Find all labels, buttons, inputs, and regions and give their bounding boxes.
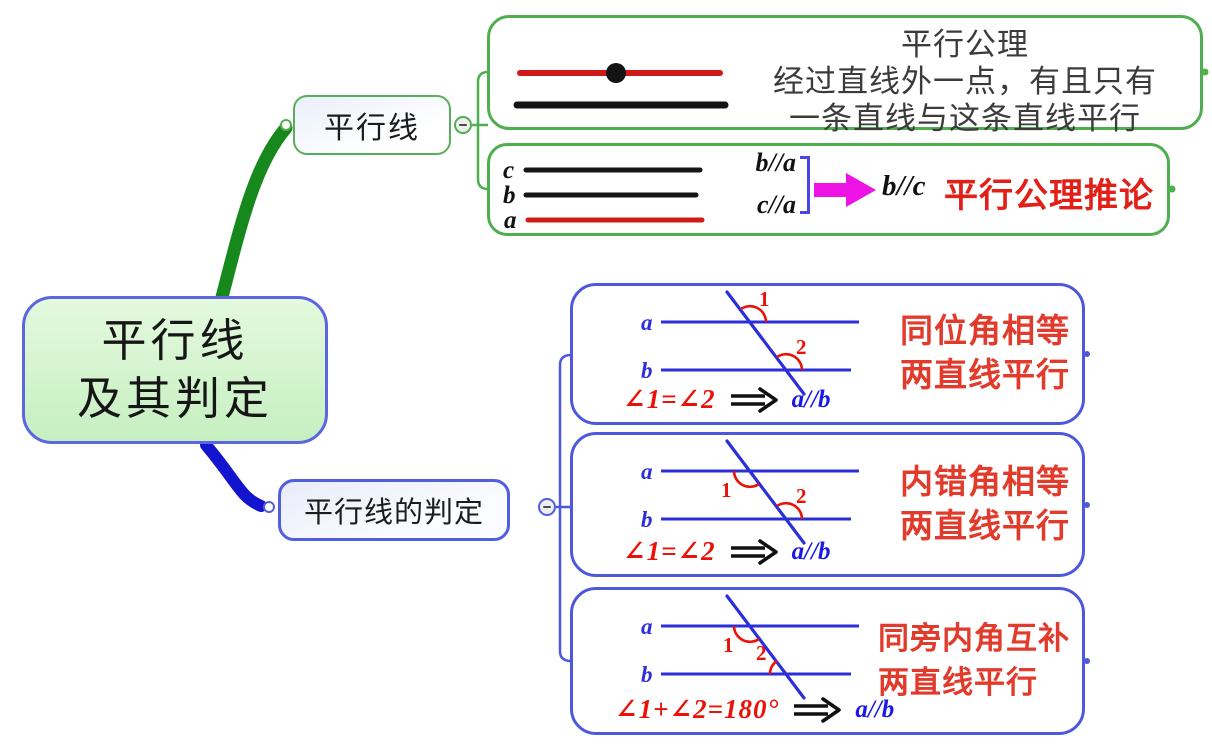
rule-box-corresponding-angles[interactable]: a b 1 2 ∠1=∠2 a//b 同位角相等 两直线平行 [570, 283, 1085, 425]
angle-arc-2 [776, 352, 804, 371]
angle-arc-1 [732, 470, 760, 489]
branch-determination [200, 439, 267, 512]
minus-icon [543, 505, 551, 509]
rule-conclusion: a//b [855, 695, 895, 723]
axiom-desc-line1: 经过直线外一点，有且只有 [773, 64, 1157, 99]
connector-parallel-children [472, 70, 489, 191]
premise-bottom: c//a [757, 190, 796, 219]
rule-box-alternate-interior-angles[interactable]: a b 1 2 ∠1=∠2 a//b 内错角相等 两直线平行 [570, 432, 1085, 577]
angle-label-2: 2 [796, 484, 807, 508]
rule-result-line2: 两直线平行 [878, 665, 1038, 700]
angle-arc-2 [768, 659, 778, 675]
axiom-box[interactable]: 平行公理 经过直线外一点，有且只有 一条直线与这条直线平行 [487, 15, 1203, 136]
rule-transversal [725, 439, 806, 545]
line-a-label: a [504, 207, 517, 234]
axiom-diagram [513, 63, 729, 109]
angle-arc-1 [732, 625, 760, 644]
collapse-toggle-determination[interactable] [538, 498, 556, 516]
angle-label-1: 1 [721, 478, 732, 502]
corollary-lines-diagram: c b a [503, 157, 705, 234]
rule-label-a: a [641, 459, 653, 484]
branch-endpoint-dot-green [280, 119, 292, 131]
root-title-line1: 平行线 [101, 316, 249, 366]
rule-result-line1: 内错角相等 [900, 464, 1070, 501]
node-parallel-lines[interactable]: 平行线 [293, 95, 451, 155]
rule-label-b: b [641, 358, 653, 383]
rule-condition: ∠1=∠2 [623, 384, 716, 414]
root-node[interactable]: 平行线 及其判定 [22, 296, 328, 444]
rule-condition: ∠1=∠2 [623, 536, 716, 566]
angle-arc-2 [776, 501, 804, 520]
rule-equation-row: ∠1=∠2 a//b [623, 384, 831, 415]
rule-transversal [725, 594, 806, 700]
implies-arrow-icon [794, 696, 842, 723]
node-determination[interactable]: 平行线的判定 [278, 479, 510, 541]
angle-arc-1 [740, 304, 768, 323]
connector-determination-children [556, 353, 572, 663]
rule-result-line2: 两直线平行 [900, 358, 1070, 394]
branch-parallel-lines [214, 121, 293, 308]
rule-result-line1: 同旁内角互补 [878, 621, 1070, 656]
rule-equation-row: ∠1+∠2=180° a//b [615, 694, 894, 725]
rule-box-co-interior-angles[interactable]: a b 1 2 ∠1+∠2=180° a//b 同旁内角互补 两直线平行 [570, 587, 1085, 735]
node-determination-label: 平行线的判定 [303, 497, 484, 529]
angle-label-1: 1 [759, 290, 770, 311]
rule-transversal [725, 290, 806, 396]
rule-result-line1: 同位角相等 [900, 314, 1070, 350]
rule-conclusion: a//b [791, 537, 831, 565]
rule-result-line2: 两直线平行 [900, 508, 1070, 545]
branch-endpoint-dot-blue [263, 501, 275, 513]
rule-result: 同位角相等 两直线平行 [900, 310, 1070, 398]
line-c-label: c [503, 157, 514, 184]
angle-label-2: 2 [796, 335, 807, 359]
rule-conclusion: a//b [791, 385, 831, 413]
rule-result: 内错角相等 两直线平行 [900, 461, 1070, 549]
angle-label-1: 1 [723, 633, 734, 657]
corollary-box[interactable]: c b a b//a c//a b//c 平行公理推论 [487, 143, 1170, 236]
implies-arrow-icon [730, 386, 778, 413]
premise-bracket-icon [800, 156, 810, 214]
magenta-arrow-icon [814, 173, 876, 207]
axiom-text: 平行公理 经过直线外一点，有且只有 一条直线与这条直线平行 [740, 26, 1190, 137]
angle-label-2: 2 [756, 641, 767, 665]
point-dot-icon [606, 63, 626, 83]
rule-equation-row: ∠1=∠2 a//b [623, 536, 831, 567]
corollary-conclusion: b//c [882, 170, 926, 202]
rule-label-a: a [641, 614, 653, 639]
rule-diagram-co-interior: a b 1 2 [641, 594, 859, 700]
premise-top: b//a [755, 148, 796, 177]
rule-diagram-alternate: a b 1 2 [641, 439, 859, 545]
rule-label-a: a [641, 310, 653, 335]
corollary-title: 平行公理推论 [944, 178, 1154, 215]
rule-diagram-corresponding: a b 1 2 [641, 290, 859, 396]
root-title-line2: 及其判定 [76, 374, 273, 424]
minus-icon [459, 123, 467, 127]
rule-result: 同旁内角互补 两直线平行 [878, 617, 1070, 705]
node-parallel-lines-label: 平行线 [324, 112, 420, 145]
rule-label-b: b [641, 662, 653, 687]
axiom-title: 平行公理 [901, 27, 1029, 62]
axiom-desc-line2: 一条直线与这条直线平行 [789, 101, 1141, 136]
implies-arrow-icon [730, 538, 778, 565]
rule-label-b: b [641, 507, 653, 532]
collapse-toggle-parallel-lines[interactable] [454, 116, 472, 134]
line-b-label: b [503, 182, 516, 209]
rule-condition: ∠1+∠2=180° [615, 694, 780, 724]
